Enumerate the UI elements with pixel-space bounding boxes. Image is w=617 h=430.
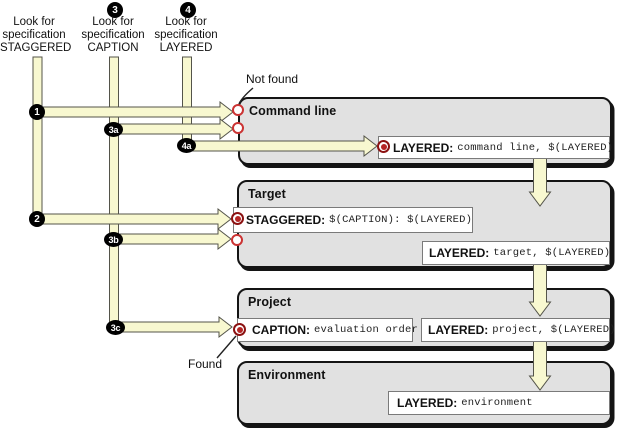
spec-box-project-layered: LAYERED: project, $(LAYERED) [421,318,616,342]
spec-value: command line, $(LAYERED) [457,141,614,154]
lookup-label-line: Look for [92,16,134,28]
step-badge-1: 1 [29,104,45,120]
arrow-step-4a [186,134,378,158]
lookup-label-line: CAPTION [87,42,139,54]
lookup-label-line: LAYERED [159,42,213,54]
spec-label: CAPTION: [252,323,310,337]
spec-label: LAYERED: [397,396,458,410]
arrow-commandline-to-target [528,154,552,207]
scope-title: Command line [249,104,337,118]
spec-value: $(CAPTION): $(LAYERED) [329,214,473,226]
step-badge-3a: 3a [104,122,123,137]
lookup-label-line: Look for [165,16,207,28]
step-badge-3: 3 [107,2,123,18]
arrow-step-1 [36,100,234,124]
arrow-step-3b [113,227,232,251]
not-found-marker-2 [232,122,244,134]
spec-label: LAYERED: [393,140,454,155]
lookup-label-line: Look for [13,16,55,28]
step-badge-3c: 3c [106,320,125,335]
lookup-label-staggered: Look for specification STAGGERED [0,16,72,55]
scope-title: Target [248,187,286,201]
arrow-step-2 [36,207,232,231]
not-found-marker-3 [231,234,243,246]
lookup-label-line: specification [2,29,66,41]
not-found-marker-1 [232,104,244,116]
found-marker-target-staggered [231,212,244,225]
spec-value: project, $(LAYERED) [492,324,616,336]
lookup-label-line: specification [154,29,218,41]
column-line-caption [109,56,119,333]
spec-value: evaluation order [314,324,419,336]
column-line-staggered [32,56,43,225]
spec-box-commandline-layered: LAYERED: command line, $(LAYERED) [378,136,614,159]
spec-value: environment [461,397,533,409]
found-leader-line [216,335,237,359]
arrow-target-to-project [528,259,552,317]
lookup-label-line: STAGGERED [0,42,72,54]
lookup-label-line: specification [81,29,145,41]
spec-label: STAGGERED: [246,213,326,227]
scope-title: Environment [248,368,326,382]
spec-box-environment-layered: LAYERED: environment [388,391,610,415]
step-badge-4a: 4a [177,138,196,153]
lookup-label-layered: Look for specification LAYERED [150,16,222,55]
arrow-step-3c [113,315,233,339]
step-badge-4: 4 [180,2,196,18]
step-badge-3b: 3b [104,232,123,247]
step-badge-2: 2 [29,211,45,227]
not-found-annotation: Not found [246,72,299,86]
spec-box-target-staggered: STAGGERED: $(CAPTION): $(LAYERED) [233,207,473,233]
spec-value: target, $(LAYERED) [493,247,611,259]
spec-label: LAYERED: [428,323,489,337]
not-found-leader-line [238,87,254,105]
column-line-layered [182,56,192,152]
found-marker-project-caption [233,323,246,336]
spec-box-target-layered: LAYERED: target, $(LAYERED) [422,241,610,265]
spec-label: LAYERED: [429,246,490,260]
found-annotation: Found [188,357,223,371]
spec-box-project-caption: CAPTION: evaluation order [237,318,418,342]
arrow-project-to-environment [528,337,552,391]
arrow-step-3a [113,117,234,141]
found-marker-commandline-layered [377,140,390,153]
lookup-label-caption: Look for specification CAPTION [78,16,148,55]
scope-title: Project [248,295,292,309]
